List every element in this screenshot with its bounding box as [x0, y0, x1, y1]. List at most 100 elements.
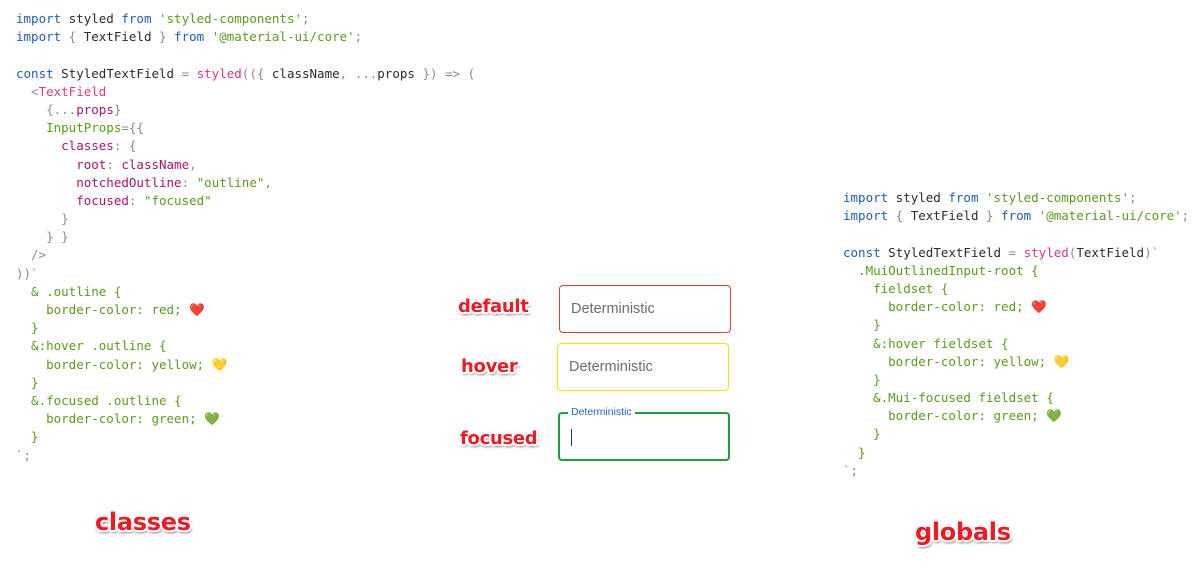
code-line: border-color: yellow; 💛 [843, 353, 1189, 371]
code-line: <TextField [16, 83, 475, 101]
code-line: } [843, 371, 1189, 389]
code-token: TextField [910, 208, 979, 224]
text-field-placeholder: Deterministic [571, 301, 655, 317]
code-token: props [377, 65, 415, 81]
code-token: focused [16, 192, 129, 208]
code-token: InputProps [16, 120, 122, 136]
code-token: : [181, 174, 197, 190]
code-line: `; [16, 447, 475, 465]
code-line: {...props} [16, 101, 475, 119]
code-token: const [16, 65, 54, 81]
code-token: .MuiOutlinedInput-root { [843, 262, 1039, 278]
code-line: import { TextField } from '@material-ui/… [843, 207, 1189, 225]
code-token: } [16, 320, 39, 336]
label-classes: classes [95, 508, 191, 536]
code-snippet-classes: import styled from 'styled-components';i… [16, 10, 475, 465]
code-token: ❤️ [1031, 299, 1047, 315]
code-token: from [174, 29, 205, 45]
code-line: } [843, 444, 1189, 462]
code-line: import styled from 'styled-components'; [843, 189, 1189, 207]
text-field-floating-label: Deterministic [568, 406, 635, 418]
code-token: from [1001, 208, 1032, 224]
code-token: "focused" [143, 192, 212, 208]
code-line: const StyledTextField = styled(TextField… [843, 244, 1189, 262]
code-line: InputProps={{ [16, 119, 475, 137]
code-line: } [16, 428, 475, 446]
code-token: border-color: red; [16, 302, 190, 317]
code-line: border-color: yellow; 💛 [16, 356, 475, 374]
code-token: notchedOutline [16, 174, 182, 190]
label-globals: globals [915, 518, 1011, 546]
code-line: focused: "focused" [16, 192, 475, 210]
code-token: } [151, 29, 175, 45]
code-token: = [1008, 244, 1017, 260]
code-token: : [128, 192, 144, 208]
code-token: , ... [339, 65, 378, 81]
code-snippet-globals: import styled from 'styled-components';i… [843, 189, 1189, 480]
code-token: : { [113, 138, 137, 154]
code-token: {... [16, 101, 77, 117]
text-field-hover[interactable]: Deterministic [557, 343, 729, 391]
code-token: border-color: green; [843, 408, 1047, 424]
code-line: fieldset { [843, 280, 1189, 298]
code-token: } [843, 444, 866, 460]
code-token: /> [16, 247, 47, 263]
code-token: 'styled-components' [978, 190, 1129, 205]
code-token: import [16, 29, 62, 45]
code-line: &.focused .outline { [16, 392, 475, 410]
code-token: } [978, 208, 1002, 224]
label-default: default [458, 296, 529, 317]
code-token: } [843, 371, 881, 387]
code-token: }) => ( [414, 65, 476, 81]
code-token: } [16, 429, 39, 445]
code-token: ; [1181, 208, 1190, 224]
code-token: classes [16, 138, 114, 154]
code-token: 💛 [1053, 353, 1070, 369]
code-token: &.Mui-focused fieldset { [843, 390, 1054, 406]
code-token: = [181, 65, 190, 81]
code-token: } } [16, 229, 69, 245]
code-token: } [113, 101, 122, 117]
code-token: styled [189, 65, 242, 81]
code-line: .MuiOutlinedInput-root { [843, 262, 1189, 280]
code-token: 💚 [204, 411, 220, 427]
code-token: } [16, 374, 39, 390]
code-token: import [843, 208, 889, 224]
code-token: import [16, 11, 62, 26]
code-token: ))` [16, 265, 39, 281]
label-hover: hover [461, 356, 518, 377]
code-line: border-color: green; 💚 [843, 407, 1189, 425]
code-token: { [888, 208, 911, 224]
text-cursor [571, 429, 572, 446]
code-token: TextField [38, 83, 107, 99]
code-token: TextField [83, 29, 152, 45]
code-line: import styled from 'styled-components'; [16, 10, 475, 28]
code-line [16, 46, 475, 64]
code-token: styled [1016, 244, 1069, 260]
code-token: const [843, 244, 881, 260]
label-focused: focused [460, 428, 538, 449]
code-token: } [16, 211, 69, 227]
code-token: border-color: red; [843, 299, 1032, 315]
code-token: from [948, 190, 979, 205]
code-token: &:hover fieldset { [843, 335, 1009, 351]
code-token: 💚 [1046, 408, 1062, 424]
text-field-default[interactable]: Deterministic [559, 285, 731, 333]
code-token: &:hover .outline { [16, 338, 167, 354]
code-line: classes: { [16, 137, 475, 155]
code-token: border-color: yellow; [16, 356, 212, 372]
code-line: } [16, 374, 475, 392]
code-token: styled [61, 11, 122, 26]
code-token: ; [1129, 190, 1137, 205]
code-line: root: className, [16, 156, 475, 174]
text-field-focused[interactable]: Deterministic [558, 406, 730, 461]
code-token: import [843, 190, 889, 205]
code-token: `; [16, 447, 32, 463]
code-line: const StyledTextField = styled(({ classN… [16, 65, 475, 83]
code-line: import { TextField } from '@material-ui/… [16, 28, 475, 46]
code-line: &:hover .outline { [16, 337, 475, 355]
code-line: &.Mui-focused fieldset { [843, 389, 1189, 407]
code-token: '@material-ui/core' [1031, 208, 1182, 224]
code-token: ; [302, 11, 310, 26]
code-token: 'styled-components' [151, 11, 302, 26]
